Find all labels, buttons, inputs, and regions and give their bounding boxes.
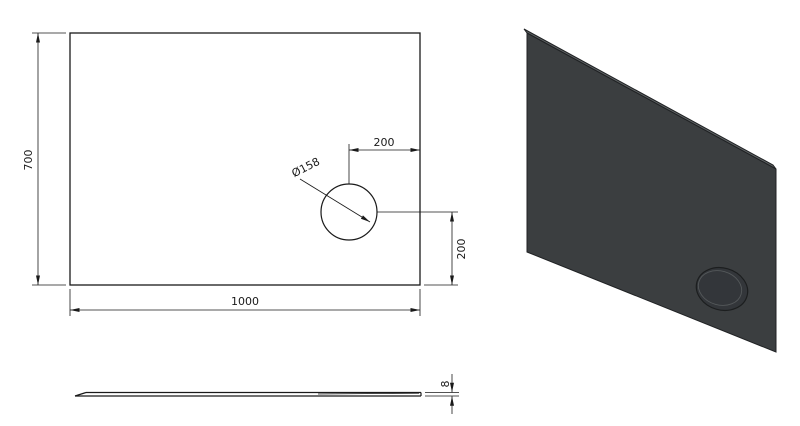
dim-offset-x-label: 200 bbox=[374, 136, 395, 149]
dim-thickness: 8 bbox=[425, 374, 459, 414]
panel-front-outline bbox=[69, 32, 421, 286]
side-view-left-taper bbox=[74, 391, 87, 397]
isometric-view bbox=[523, 28, 777, 353]
dim-width-label: 1000 bbox=[231, 295, 259, 308]
dim-height-label: 700 bbox=[22, 150, 35, 171]
side-view-recess-line bbox=[317, 392, 420, 395]
dim-diameter-leader bbox=[299, 178, 371, 223]
dim-width: 1000 bbox=[69, 289, 421, 316]
dim-hole-offset-x: 200 bbox=[348, 136, 420, 184]
hole-recess-outer bbox=[695, 266, 749, 312]
hole-recess-inner bbox=[697, 270, 743, 306]
front-view bbox=[69, 32, 421, 286]
dim-hole-offset-y: 200 bbox=[377, 211, 468, 286]
dim-height: 700 bbox=[22, 32, 66, 286]
dim-thickness-label: 8 bbox=[439, 381, 452, 388]
side-view bbox=[74, 391, 422, 397]
dim-offset-y-label: 200 bbox=[455, 239, 468, 260]
